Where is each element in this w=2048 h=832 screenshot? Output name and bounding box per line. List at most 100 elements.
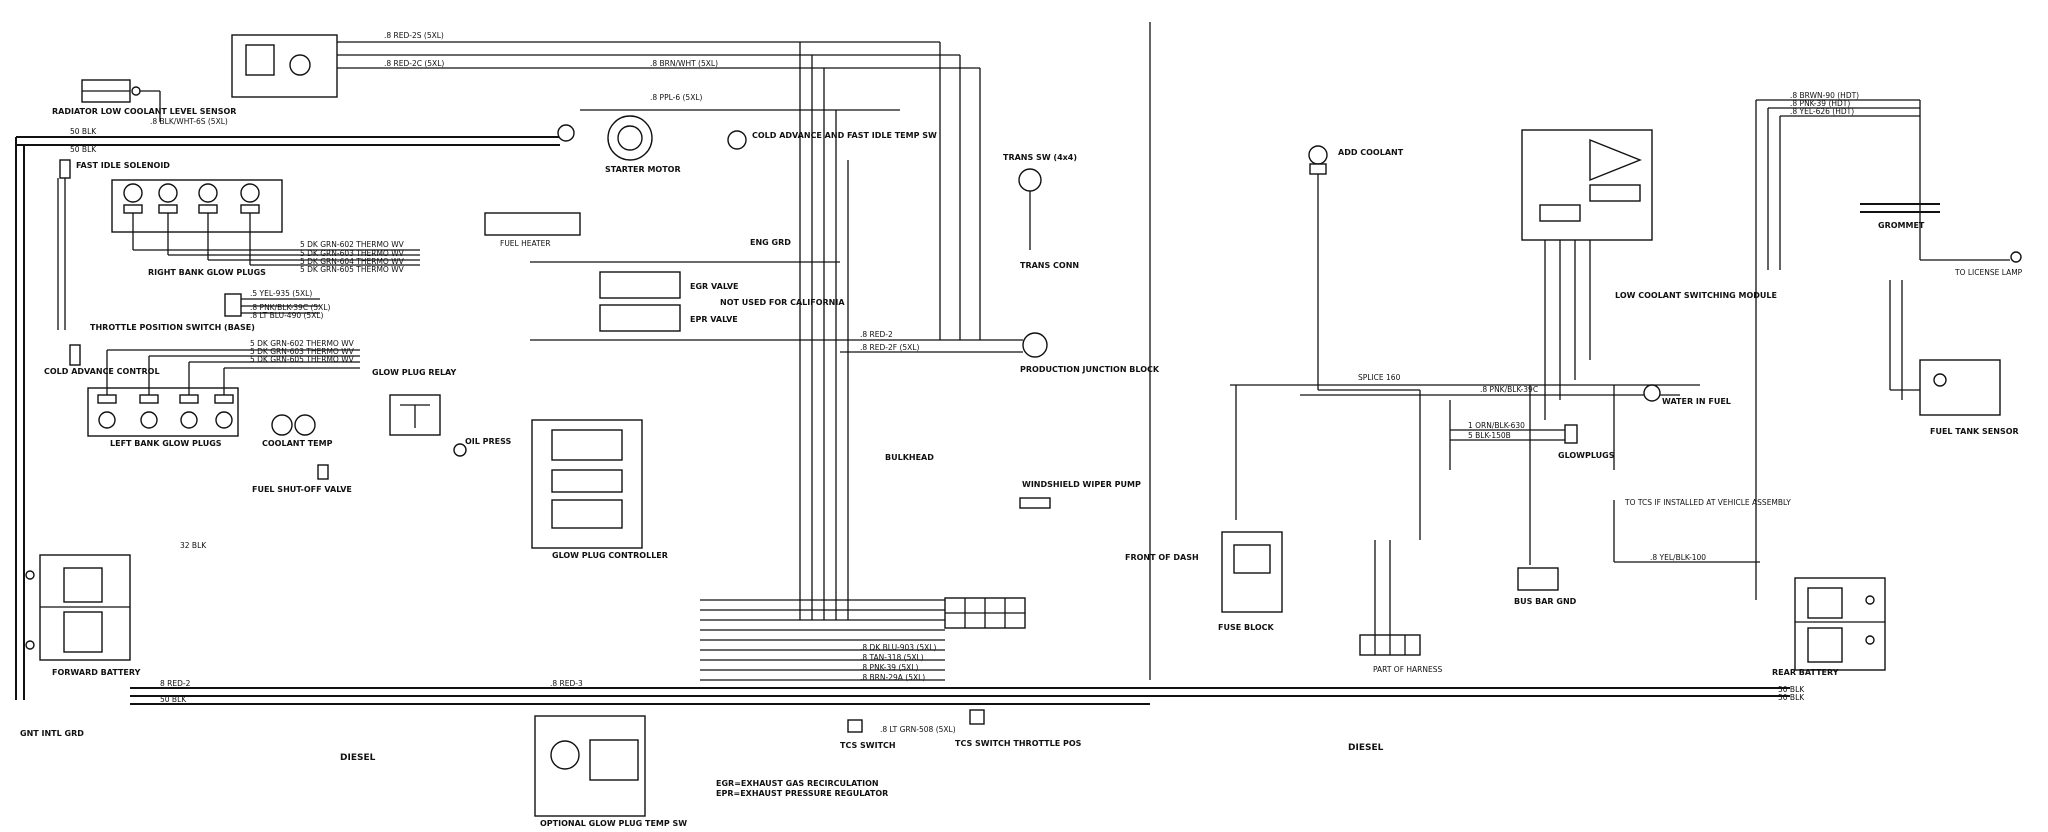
cold-advance-label: COLD ADVANCE CONTROL	[44, 367, 160, 376]
throttle-switch-label: THROTTLE POSITION SWITCH (BASE)	[90, 323, 255, 332]
wire-right-602: 5 DK GRN-602 THERMO WV	[300, 240, 405, 249]
left-bank-glow-plugs: LEFT BANK GLOW PLUGS	[87, 349, 360, 448]
fast-idle-solenoid: FAST IDLE SOLENOID	[57, 159, 170, 330]
bus-bar-label: BUS BAR GND	[1514, 597, 1577, 606]
harness-note-label: PART OF HARNESS	[1373, 665, 1442, 674]
wire-50blk-top2: 50 BLK	[70, 145, 97, 154]
wire-ornblk-630: 1 ORN/BLK-630	[1468, 421, 1525, 430]
starter-motor: STARTER MOTOR	[557, 109, 900, 174]
wire-red-2s: .8 RED-2S (5XL)	[384, 31, 444, 40]
trans-conn-label: TRANS CONN	[1020, 261, 1079, 270]
egr-note: EGR=EXHAUST GAS RECIRCULATION	[716, 779, 879, 788]
eng-grd-label: ENG GRD	[750, 238, 791, 247]
glowplugs-right: GLOWPLUGS	[1450, 424, 1615, 460]
to-license-label: TO LICENSE LAMP	[1954, 268, 2023, 277]
fuse-block-label: FUSE BLOCK	[1218, 623, 1275, 632]
production-junction-block: PRODUCTION JUNCTION BLOCK	[840, 332, 1160, 374]
grommet-label: GROMMET	[1878, 221, 1925, 230]
tcs-label: TCS SWITCH	[840, 741, 896, 750]
wire-50blk-bottom: 50 BLK	[160, 695, 187, 704]
oil-press-label: OIL PRESS	[465, 437, 512, 446]
bus-bar-gnd: BUS BAR GND	[1514, 567, 1577, 606]
wire-yel-626: .8 YEL-626 (HDT)	[1790, 107, 1854, 116]
wire-red-2c: .8 RED-2C (5XL)	[384, 59, 444, 68]
throttle-position-switch: THROTTLE POSITION SWITCH (BASE)	[90, 293, 320, 332]
cold-adv-sw-label: COLD ADVANCE AND FAST IDLE TEMP SW	[752, 131, 937, 140]
fuel-tank-sensor: FUEL TANK SENSOR	[1889, 280, 2019, 436]
glow-relay-label: GLOW PLUG RELAY	[372, 368, 456, 377]
wire-32blk-a: 32 BLK	[180, 541, 207, 550]
wire-left-605: 5 DK GRN-605 THERMO WV	[250, 355, 355, 364]
egr-epr-valves: EGR VALVE EPR VALVE NOT USED FOR CALIFOR…	[530, 261, 845, 341]
fuse-block: FUSE BLOCK	[1218, 531, 1283, 632]
section-left-label: DIESEL	[340, 753, 376, 763]
splice-label: SPLICE 160	[1358, 373, 1401, 382]
low-coolant-module: LOW COOLANT SWITCHING MODULE	[1521, 129, 1777, 420]
wire-50blk-top: 50 BLK	[70, 127, 97, 136]
junction-block-label: PRODUCTION JUNCTION BLOCK	[1020, 365, 1160, 374]
front-dash-label: FRONT OF DASH	[1125, 553, 1199, 562]
wire-pnkblk-39c: .8 PNK/BLK-39C (5XL)	[250, 303, 330, 312]
forward-battery: FORWARD BATTERY	[25, 554, 141, 677]
wire-left-603: 5 DK GRN-603 THERMO WV	[250, 347, 355, 356]
right-harness	[1235, 385, 1760, 565]
wire-yel-935: .5 YEL-935 (5XL)	[250, 289, 312, 298]
water-in-fuel: WATER IN FUEL	[1643, 384, 1731, 406]
section-right-label: DIESEL	[1348, 743, 1384, 753]
wire-right-603: 5 DK GRN-603 THERMO WV	[300, 249, 405, 258]
wire-tan-318: .8 TAN-318 (5XL)	[860, 653, 924, 662]
epr-note: EPR=EXHAUST PRESSURE REGULATOR	[716, 789, 888, 798]
egr-valve-label: EGR VALVE	[690, 282, 738, 291]
tcs-switch: TCS SWITCH TCS SWITCH THROTTLE POS	[840, 709, 1082, 750]
epr-valve-label: EPR VALVE	[690, 315, 738, 324]
fuel-heater: FUEL HEATER	[484, 212, 581, 248]
glow-plug-controller: GLOW PLUG CONTROLLER	[531, 419, 668, 560]
low-coolant-mod-label: LOW COOLANT SWITCHING MODULE	[1615, 291, 1777, 300]
main-harness	[700, 42, 981, 681]
right-bank-glow-plugs: RIGHT BANK GLOW PLUGS	[111, 179, 420, 277]
wire-pnk-39-hdt: .8 PNK-39 (HDT)	[1790, 99, 1850, 108]
wire-50blk-r1: 50 BLK	[1778, 685, 1805, 694]
glow-plug-relay: GLOW PLUG RELAY	[372, 368, 456, 436]
wire-right-604: 5 DK GRN-604 THERMO WV	[300, 257, 405, 266]
wire-ltgrn-508: .8 LT GRN-508 (5XL)	[880, 725, 956, 734]
wire-red-3-bottom: .8 RED-3	[550, 679, 583, 688]
oil-press: OIL PRESS	[453, 437, 512, 457]
rear-battery: REAR BATTERY	[1772, 577, 1886, 677]
washer-pump-label: WINDSHIELD WIPER PUMP	[1022, 480, 1141, 489]
wire-ppl-6: .8 PPL-6 (5XL)	[650, 93, 703, 102]
wire-brn-29a: .8 BRN-29A (5XL)	[860, 673, 925, 682]
trans-switch: TRANS SW (4x4) TRANS CONN	[1003, 153, 1079, 270]
glow-controller-label: GLOW PLUG CONTROLLER	[552, 551, 668, 560]
wire-blkwht-6s: .8 BLK/WHT-6S (5XL)	[150, 117, 228, 126]
wire-red-2-bottom: 8 RED-2	[160, 679, 191, 688]
bulkhead-label: BULKHEAD	[885, 453, 934, 462]
grommet: GROMMET TO LICENSE LAMP	[1755, 99, 2023, 600]
left-glow-label: LEFT BANK GLOW PLUGS	[110, 439, 222, 448]
ic-note: TO TCS IF INSTALLED AT VEHICLE ASSEMBLY	[1624, 498, 1791, 507]
coolant-temp: COOLANT TEMP	[262, 414, 333, 448]
forward-battery-label: FORWARD BATTERY	[52, 668, 141, 677]
wire-dkblu-903: .8 DK BLU-903 (5XL)	[860, 643, 936, 652]
wire-red-2f: .8 RED-2F (5XL)	[860, 343, 919, 352]
wire-blk-150b: 5 BLK-150B	[1468, 431, 1511, 440]
right-glow-label: RIGHT BANK GLOW PLUGS	[148, 268, 266, 277]
washer-pump: WINDSHIELD WIPER PUMP	[1019, 480, 1141, 509]
water-fuel-label: WATER IN FUEL	[1662, 397, 1731, 406]
wire-left-602: 5 DK GRN-602 THERMO WV	[250, 339, 355, 348]
fuel-tank-label: FUEL TANK SENSOR	[1930, 427, 2019, 436]
wire-pnk-39: .8 PNK-39 (5XL)	[860, 663, 918, 672]
bulkhead: BULKHEAD	[885, 453, 1026, 629]
wire-ltblu-490: .8 LT BLU-490 (5XL)	[250, 311, 324, 320]
glowplugs-label: GLOWPLUGS	[1558, 451, 1615, 460]
wire-50blk-r2: 50 BLK	[1778, 693, 1805, 702]
cold-advance-control: COLD ADVANCE CONTROL	[44, 344, 160, 376]
coolant-temp-label: COOLANT TEMP	[262, 439, 333, 448]
wire-red-2: .8 RED-2	[860, 330, 893, 339]
wire-yelblk-100: .8 YEL/BLK-100	[1650, 553, 1706, 562]
wire-pnkblk-39c-r: .8 PNK/BLK-39C	[1480, 385, 1538, 394]
fuel-shutoff-valve: FUEL SHUT-OFF VALVE	[252, 464, 352, 494]
harness-connector: PART OF HARNESS	[1359, 540, 1442, 674]
rear-battery-label: REAR BATTERY	[1772, 668, 1839, 677]
optional-glow-temp-sw: OPTIONAL GLOW PLUG TEMP SW	[534, 715, 687, 828]
